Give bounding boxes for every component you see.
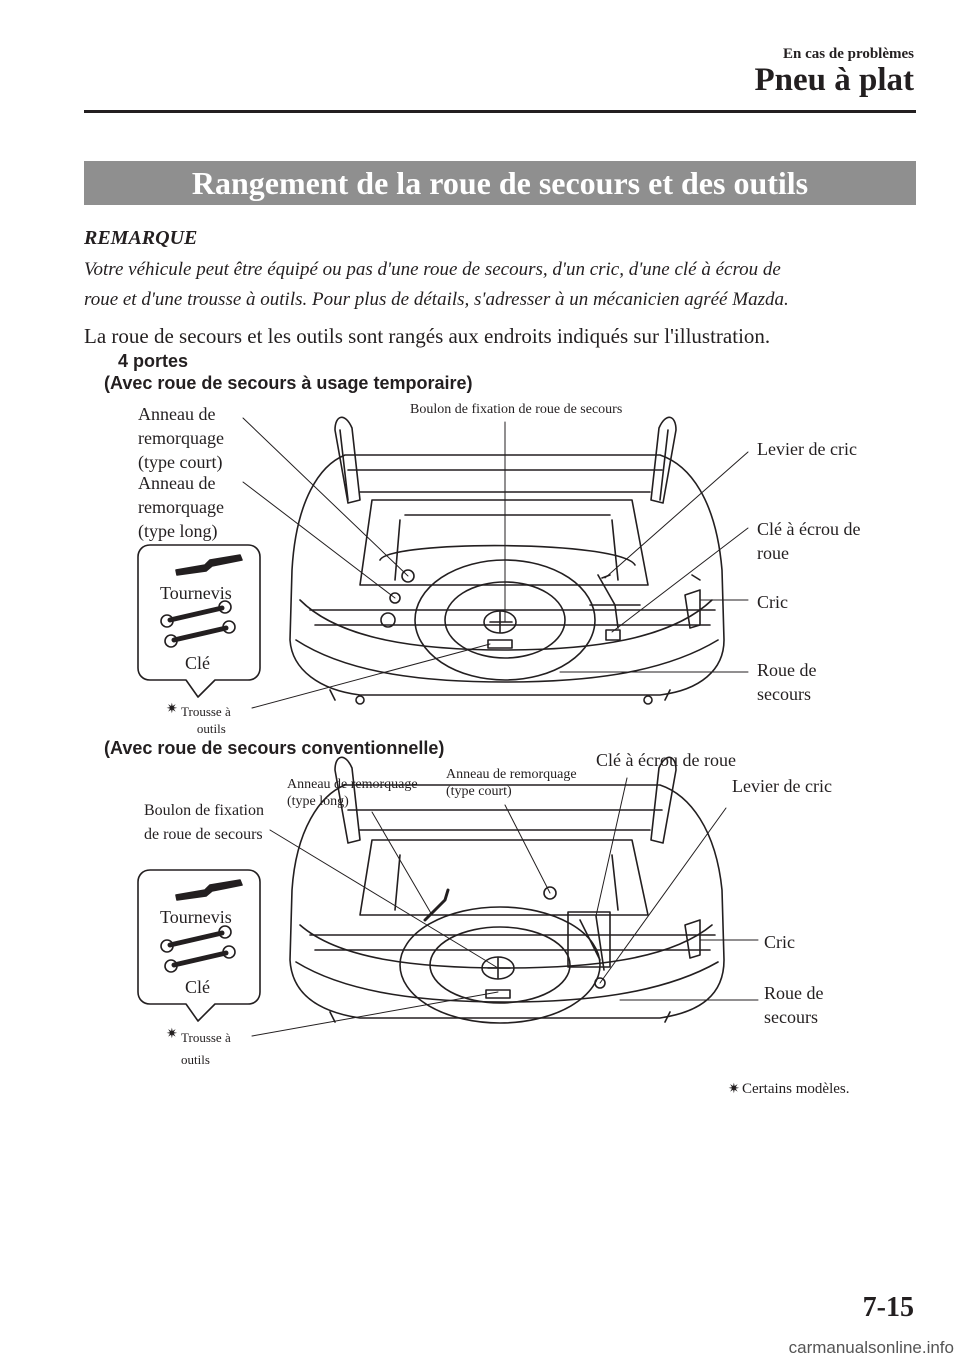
tool-kit-balloon-2 <box>137 869 261 1022</box>
section-title: En cas de problèmes <box>783 46 914 62</box>
label-screwdriver: Tournevis <box>160 583 232 603</box>
asterisk-icon: ✷ <box>166 1026 178 1042</box>
note-line-1: Votre véhicule peut être équipé ou pas d… <box>84 259 781 280</box>
footnote-certain-models: Certains modèles. <box>742 1081 850 1097</box>
trunk-illustration-temporary-spare <box>289 416 725 705</box>
callout-lines-1 <box>242 417 749 709</box>
figure2-heading: (Avec roue de secours conventionnelle) <box>104 738 445 758</box>
section-banner: Rangement de la roue de secours et des o… <box>84 161 916 205</box>
screwdriver-icon <box>175 879 243 901</box>
label-line: remorquage <box>138 497 224 517</box>
watermark: carmanualsonline.info <box>788 1338 954 1357</box>
label-line: Trousse à <box>181 704 231 719</box>
label-line: Trousse à <box>181 1030 231 1045</box>
label-line: (type long) <box>287 794 349 809</box>
label-line: (type court) <box>446 784 512 799</box>
label-spare-tire: Roue de secours <box>757 658 816 706</box>
page-number: 7-15 <box>862 1292 914 1323</box>
label-line: Boulon de fixation <box>144 802 264 819</box>
label-wrench-2: Clé <box>185 977 210 997</box>
label-line: Anneau de <box>138 404 216 424</box>
note-label: REMARQUE <box>84 227 198 249</box>
label-line: secours <box>757 684 811 704</box>
figure1-heading-doors: 4 portes <box>118 351 189 371</box>
label-line: secours <box>764 1007 818 1027</box>
intro-paragraph: La roue de secours et les outils sont ra… <box>84 324 771 348</box>
label-line: roue <box>757 543 789 563</box>
asterisk-icon: ✷ <box>728 1081 740 1097</box>
note-text: Votre véhicule peut être équipé ou pas d… <box>84 255 920 315</box>
label-wrench: Clé <box>185 653 210 673</box>
tool-kit-balloon-1 <box>137 544 261 698</box>
trunk-illustration-conventional-spare <box>289 756 725 1024</box>
note-line-2: roue et d'une trousse à outils. Pour plu… <box>84 289 789 310</box>
wrench-icon <box>160 600 236 648</box>
label-line: outils <box>181 1052 210 1067</box>
label-line: de roue de secours <box>144 826 263 843</box>
asterisk-icon: ✷ <box>166 701 178 717</box>
figure1-heading-type: (Avec roue de secours à usage temporaire… <box>104 373 473 393</box>
label-line: Anneau de <box>138 473 216 493</box>
label-towing-hook-short-2: Anneau de remorquage (type court) <box>446 766 577 800</box>
label-screwdriver-2: Tournevis <box>160 907 232 927</box>
label-towing-hook-long: Anneau de remorquage (type long) <box>138 471 224 543</box>
label-tool-kit-2: Trousse à outils <box>181 1027 231 1071</box>
label-jack: Cric <box>757 592 788 612</box>
label-line: remorquage <box>138 428 224 448</box>
label-line: (type court) <box>138 452 223 472</box>
label-spare-wheel-bolt: Boulon de fixation de roue de secours <box>410 402 623 417</box>
callout-lines-2 <box>251 777 759 1037</box>
label-line: Clé à écrou de <box>757 519 861 539</box>
page-title: Pneu à plat <box>754 62 914 98</box>
label-line: outils <box>196 721 226 736</box>
label-spare-tire-2: Roue de secours <box>764 981 823 1029</box>
label-lug-wrench: Clé à écrou de roue <box>757 517 860 565</box>
label-line: Anneau de remorquage <box>287 777 418 792</box>
label-jack-handle: Levier de cric <box>757 439 857 459</box>
header-divider <box>84 110 916 113</box>
label-jack-2: Cric <box>764 932 795 952</box>
label-line: Roue de <box>764 983 824 1003</box>
label-spare-wheel-bolt-2: Boulon de fixation de roue de secours <box>144 799 264 847</box>
label-line: (type long) <box>138 521 218 541</box>
label-towing-hook-short: Anneau de remorquage (type court) <box>138 402 224 474</box>
label-towing-hook-long-2: Anneau de remorquage (type long) <box>287 776 418 810</box>
label-lug-wrench-2: Clé à écrou de roue <box>596 750 736 770</box>
label-jack-handle-2: Levier de cric <box>732 776 832 796</box>
screwdriver-icon <box>175 554 243 576</box>
label-line: Roue de <box>757 660 817 680</box>
label-tool-kit: Trousse à outils <box>181 703 231 737</box>
wrench-icon <box>160 925 236 973</box>
label-line: Anneau de remorquage <box>446 767 577 782</box>
